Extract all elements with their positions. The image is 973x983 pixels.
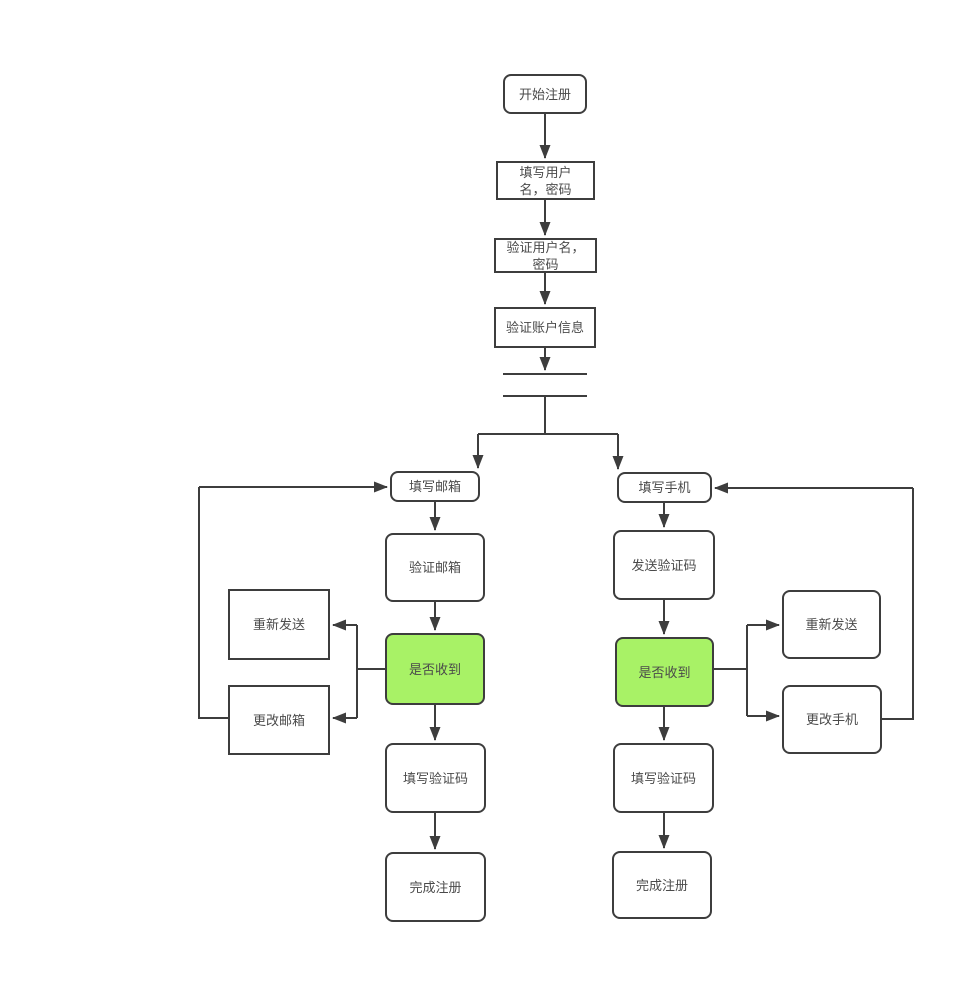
node-email-received-decision: 是否收到 xyxy=(385,633,485,705)
node-start-registration: 开始注册 xyxy=(503,74,587,114)
node-verify-account-info: 验证账户信息 xyxy=(494,307,596,348)
node-verify-email: 验证邮箱 xyxy=(385,533,485,602)
node-change-phone: 更改手机 xyxy=(782,685,882,754)
edge-fork-split xyxy=(478,396,618,435)
edge-phonechange-loop xyxy=(882,488,914,720)
node-phone-fill-code: 填写验证码 xyxy=(613,743,714,813)
edge-emailchange-loop xyxy=(198,487,228,719)
node-email-complete-registration: 完成注册 xyxy=(385,852,486,922)
node-fill-email: 填写邮箱 xyxy=(390,471,480,502)
edge-emailreceived-side xyxy=(356,625,385,718)
node-send-verification-code: 发送验证码 xyxy=(613,530,715,600)
node-phone-received-decision: 是否收到 xyxy=(615,637,714,707)
node-phone-complete-registration: 完成注册 xyxy=(612,851,712,919)
node-fill-username-password: 填写用户 名，密码 xyxy=(496,161,595,200)
node-change-email: 更改邮箱 xyxy=(228,685,330,755)
node-fill-phone: 填写手机 xyxy=(617,472,712,503)
node-email-fill-code: 填写验证码 xyxy=(385,743,486,813)
node-phone-resend: 重新发送 xyxy=(782,590,881,659)
node-email-resend: 重新发送 xyxy=(228,589,330,660)
node-verify-username-password: 验证用户名， 密码 xyxy=(494,238,597,273)
edge-phonereceived-side xyxy=(714,625,748,716)
